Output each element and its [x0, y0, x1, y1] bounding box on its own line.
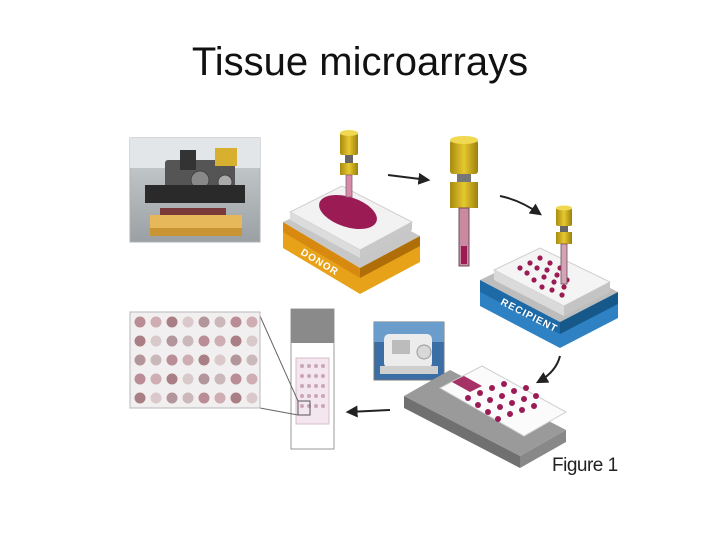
micrograph-core	[214, 354, 226, 366]
micrograph-core	[182, 373, 194, 385]
section-core-grid	[465, 381, 539, 422]
micrograph-core	[134, 392, 146, 404]
micrograph-core	[230, 392, 242, 404]
micrograph-core	[150, 373, 162, 385]
arrow-section-to-slide	[345, 405, 391, 418]
micrograph-core	[166, 392, 178, 404]
micrograph-core	[182, 335, 194, 347]
recipient-punch-icon	[556, 205, 572, 285]
donor-block: DONOR	[283, 185, 420, 294]
microtome-photo	[373, 321, 445, 381]
micrograph-core	[182, 392, 194, 404]
micrograph-core	[214, 335, 226, 347]
micrograph-core	[166, 335, 178, 347]
micrograph-core	[246, 354, 258, 366]
arrow-recipient-to-section	[535, 355, 561, 384]
micrograph-core	[182, 316, 194, 328]
micrograph-core	[134, 354, 146, 366]
core-punch-icon	[450, 136, 478, 267]
micrograph-core	[214, 316, 226, 328]
micrograph-core	[150, 392, 162, 404]
zoom-line-bottom	[259, 407, 299, 416]
stained-array-micrograph	[129, 311, 261, 409]
donor-punch-icon	[340, 130, 358, 198]
micrograph-core	[166, 354, 178, 366]
micrograph-core	[198, 316, 210, 328]
slide-core-grid	[300, 364, 325, 408]
micrograph-core	[214, 392, 226, 404]
figure-caption: Figure 1	[552, 455, 618, 476]
glass-slide	[290, 308, 335, 450]
arrow-punch-to-recipient	[499, 195, 542, 216]
recipient-core-grid	[517, 255, 570, 298]
recipient-block: RECIPIENT	[480, 247, 618, 348]
micrograph-core	[246, 335, 258, 347]
micrograph-core	[198, 373, 210, 385]
micrograph-core	[150, 335, 162, 347]
micrograph-core	[230, 354, 242, 366]
micrograph-core	[214, 373, 226, 385]
micrograph-core	[166, 316, 178, 328]
micrograph-core	[198, 354, 210, 366]
zoom-line-top	[259, 315, 299, 402]
micrograph-core	[230, 373, 242, 385]
section-slide	[404, 365, 568, 468]
micrograph-core	[230, 316, 242, 328]
micrograph-core	[150, 354, 162, 366]
micrograph-core	[246, 392, 258, 404]
micrograph-core	[134, 335, 146, 347]
page-title: Tissue microarrays	[191, 40, 529, 84]
micrograph-core	[198, 392, 210, 404]
micrograph-core	[182, 354, 194, 366]
micrograph-core	[246, 373, 258, 385]
micrograph-core	[198, 335, 210, 347]
micrograph-core	[230, 335, 242, 347]
micrograph-core	[246, 316, 258, 328]
micrograph-core	[150, 316, 162, 328]
arrow-donor-to-punch	[387, 172, 431, 185]
micrograph-core	[166, 373, 178, 385]
micrograph-core	[134, 316, 146, 328]
arrayer-machine-photo	[129, 137, 261, 243]
micrograph-core	[134, 373, 146, 385]
